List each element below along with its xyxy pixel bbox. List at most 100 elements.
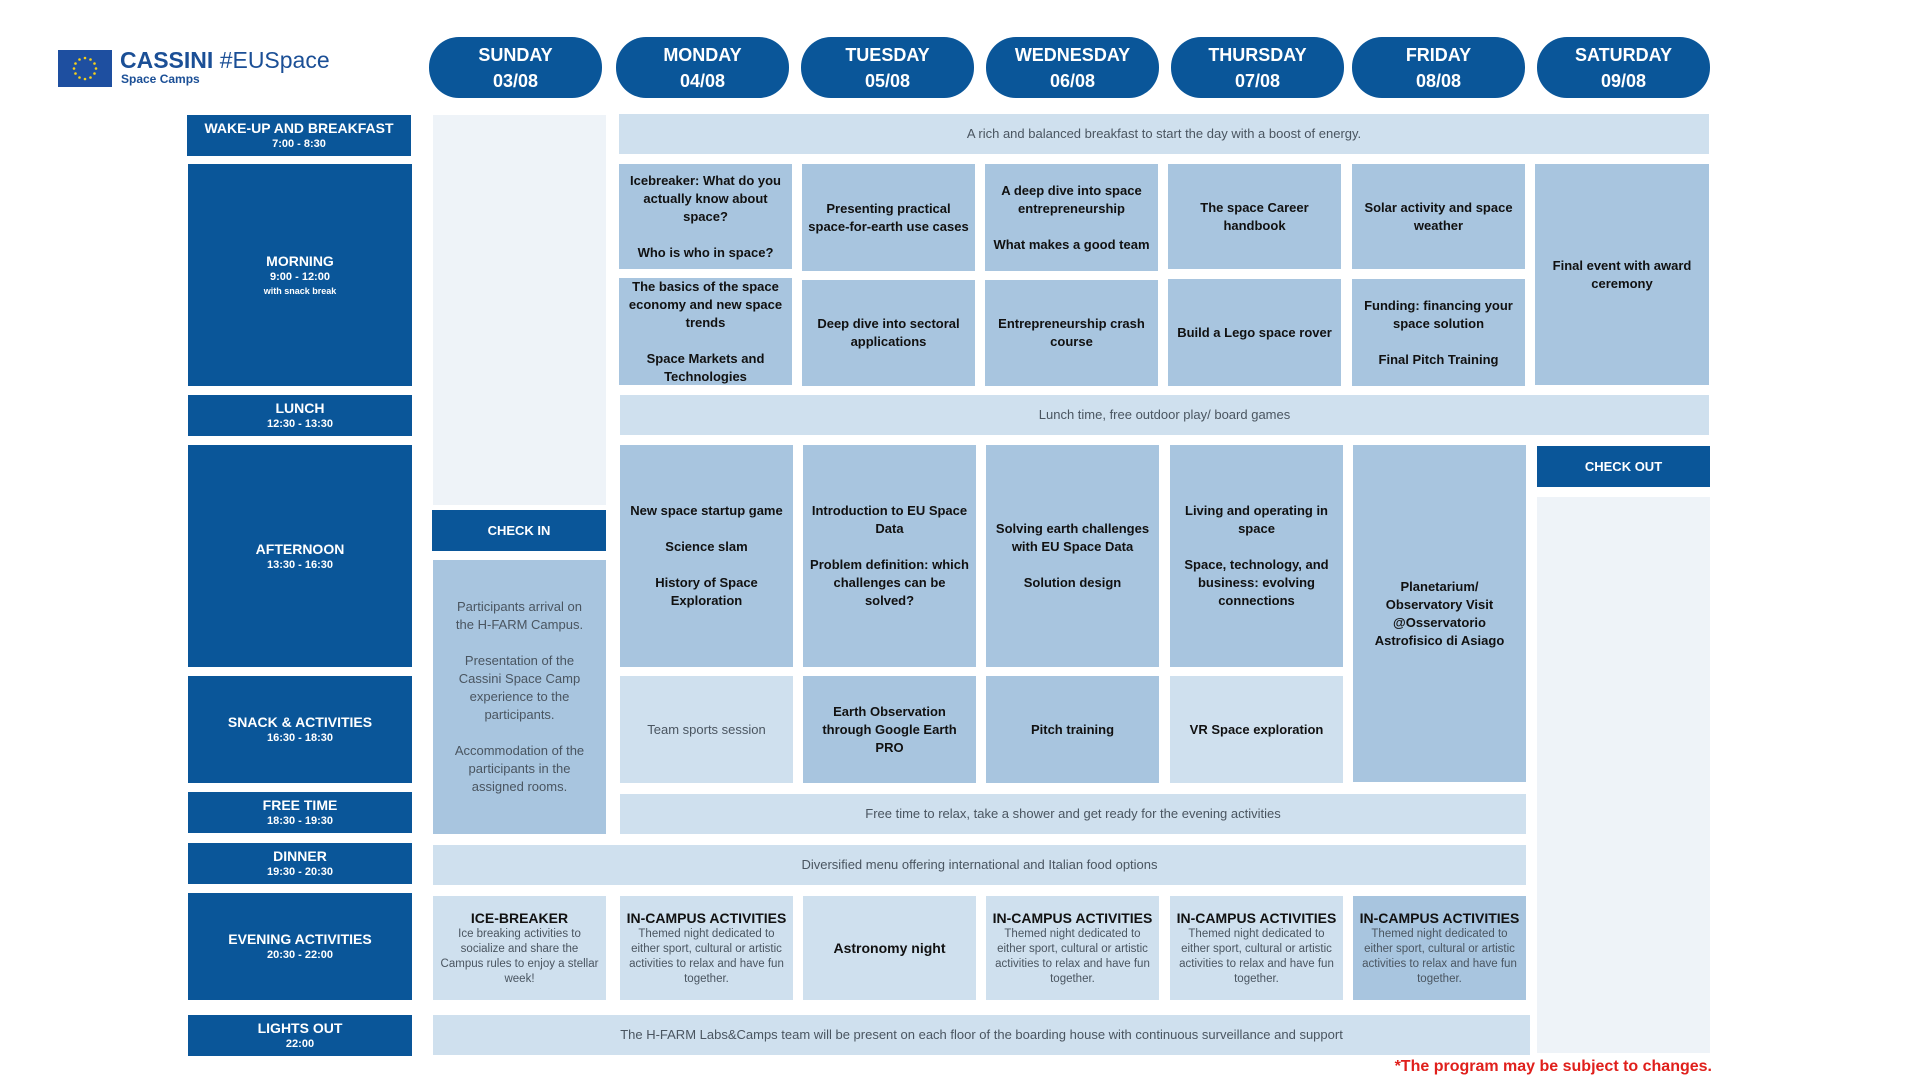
slot-snack: SNACK & ACTIVITIES 16:30 - 18:30 [188, 676, 412, 783]
logo-hashtag: #EUSpace [219, 47, 330, 73]
evening-title: ICE-BREAKER [470, 910, 569, 926]
morning-friday-2: Funding: financing your space solution F… [1352, 279, 1525, 386]
day-header-tuesday: TUESDAY 05/08 [801, 37, 974, 98]
slot-time: 9:00 - 12:00 [270, 271, 330, 283]
day-name: THURSDAY [1208, 44, 1307, 65]
day-date: 04/08 [679, 70, 726, 91]
day-date: 07/08 [1234, 70, 1281, 91]
slot-time: 7:00 - 8:30 [272, 138, 326, 150]
evening-title: IN-CAMPUS ACTIVITIES [1359, 910, 1520, 926]
morning-tuesday-2: Deep dive into sectoral applications [802, 280, 975, 386]
slot-afternoon: AFTERNOON 13:30 - 16:30 [188, 445, 412, 667]
morning-monday-2: The basics of the space economy and new … [619, 278, 792, 385]
day-name: WEDNESDAY [1014, 44, 1131, 65]
evening-description: Themed night dedicated to either sport, … [995, 928, 1150, 985]
slot-evening: EVENING ACTIVITIES 20:30 - 22:00 [188, 893, 412, 1000]
afternoon-monday: New space startup game Science slam Hist… [620, 445, 793, 667]
morning-tuesday-1: Presenting practical space-for-earth use… [802, 164, 975, 271]
day-header-friday: FRIDAY 08/08 [1352, 37, 1525, 98]
slot-time: 20:30 - 22:00 [266, 949, 334, 961]
evening-monday: IN-CAMPUS ACTIVITIES Themed night dedica… [620, 896, 793, 1000]
slot-time: 13:30 - 16:30 [266, 558, 334, 571]
morning-saturday: Final event with award ceremony [1535, 164, 1709, 385]
slot-name: AFTERNOON [255, 540, 345, 557]
evening-tuesday: Astronomy night [803, 896, 976, 1000]
day-header-wednesday: WEDNESDAY 06/08 [986, 37, 1159, 98]
slot-lights-out: LIGHTS OUT 22:00 [188, 1015, 412, 1056]
slot-time: 16:30 - 18:30 [266, 732, 334, 744]
evening-description: Ice breaking activities to socialize and… [440, 928, 599, 985]
day-header-monday: MONDAY 04/08 [616, 37, 789, 98]
snack-thursday: VR Space exploration [1170, 676, 1343, 783]
day-name: SATURDAY [1574, 44, 1672, 65]
snack-wednesday: Pitch training [986, 676, 1159, 783]
slot-name: WAKE-UP AND BREAKFAST [204, 120, 394, 136]
checkin-label: CHECK IN [432, 510, 606, 551]
day-name: MONDAY [663, 44, 742, 65]
slot-lunch: LUNCH 12:30 - 13:30 [188, 395, 412, 436]
slot-dinner: DINNER 19:30 - 20:30 [188, 843, 412, 884]
slot-name: FREE TIME [262, 797, 338, 813]
evening-title: IN-CAMPUS ACTIVITIES [626, 910, 787, 926]
morning-wednesday-2: Entrepreneurship crash course [985, 280, 1158, 386]
evening-sunday: ICE-BREAKER Ice breaking activities to s… [433, 896, 606, 1000]
logo-name: CASSINI [120, 47, 214, 73]
day-header-saturday: SATURDAY 09/08 [1537, 37, 1710, 98]
morning-wednesday-1: A deep dive into space entrepreneurship … [985, 164, 1158, 271]
afternoon-tuesday: Introduction to EU Space Data Problem de… [803, 445, 976, 667]
slot-time: 12:30 - 13:30 [266, 418, 334, 430]
day-name: FRIDAY [1405, 44, 1472, 65]
slot-name: LIGHTS OUT [257, 1020, 343, 1036]
slot-name: LUNCH [275, 400, 325, 416]
slot-name: EVENING ACTIVITIES [228, 931, 372, 947]
slot-time: 19:30 - 20:30 [266, 866, 334, 878]
evening-friday: IN-CAMPUS ACTIVITIES Themed night dedica… [1353, 896, 1526, 1000]
evening-title: IN-CAMPUS ACTIVITIES [992, 910, 1153, 926]
lights-out-banner: The H-FARM Labs&Camps team will be prese… [433, 1015, 1530, 1055]
slot-time: 22:00 [285, 1038, 315, 1050]
lunch-banner: Lunch time, free outdoor play/ board gam… [620, 395, 1709, 435]
morning-thursday-1: The space Career handbook [1168, 164, 1341, 269]
evening-thursday: IN-CAMPUS ACTIVITIES Themed night dedica… [1170, 896, 1343, 1000]
slot-name: MORNING [266, 253, 334, 269]
slot-morning: MORNING 9:00 - 12:00 with snack break [188, 164, 412, 386]
day-header-thursday: THURSDAY 07/08 [1171, 37, 1344, 98]
breakfast-banner: A rich and balanced breakfast to start t… [619, 114, 1709, 154]
day-date: 06/08 [1049, 70, 1096, 91]
logo-subtitle: Space Camps [121, 72, 200, 86]
slot-breakfast: WAKE-UP AND BREAKFAST 7:00 - 8:30 [187, 115, 411, 156]
slot-free-time: FREE TIME 18:30 - 19:30 [188, 792, 412, 833]
day-date: 05/08 [864, 70, 911, 91]
morning-friday-1: Solar activity and space weather [1352, 164, 1525, 269]
day-date: 03/08 [492, 70, 539, 91]
free-time-banner: Free time to relax, take a shower and ge… [620, 794, 1526, 834]
evening-wednesday: IN-CAMPUS ACTIVITIES Themed night dedica… [986, 896, 1159, 1000]
day-date: 08/08 [1415, 70, 1462, 91]
day-header-sunday: SUNDAY 03/08 [429, 37, 602, 98]
day-date: 09/08 [1600, 70, 1647, 91]
snack-monday: Team sports session [620, 676, 793, 783]
evening-description: Themed night dedicated to either sport, … [1179, 928, 1334, 985]
afternoon-friday-observatory: Planetarium/ Observatory Visit @Osservat… [1353, 445, 1526, 782]
checkout-label: CHECK OUT [1537, 446, 1710, 487]
sunday-checkin-info: Participants arrival on the H-FARM Campu… [433, 560, 606, 834]
slot-name: SNACK & ACTIVITIES [227, 714, 373, 730]
slot-time: 18:30 - 19:30 [266, 815, 334, 827]
evening-description: Themed night dedicated to either sport, … [629, 928, 784, 985]
slot-name: DINNER [273, 848, 327, 864]
disclaimer-text: *The program may be subject to changes. [1394, 1058, 1712, 1075]
afternoon-wednesday: Solving earth challenges with EU Space D… [986, 445, 1159, 667]
evening-description: Themed night dedicated to either sport, … [1362, 928, 1517, 985]
afternoon-thursday: Living and operating in space Space, tec… [1170, 445, 1343, 667]
day-name: SUNDAY [478, 44, 553, 65]
dinner-banner: Diversified menu offering international … [433, 845, 1526, 885]
morning-thursday-2: Build a Lego space rover [1168, 279, 1341, 386]
snack-tuesday: Earth Observation through Google Earth P… [803, 676, 976, 783]
morning-monday-1: Icebreaker: What do you actually know ab… [619, 164, 792, 269]
evening-title: IN-CAMPUS ACTIVITIES [1176, 910, 1337, 926]
sunday-empty-block [433, 115, 606, 505]
day-name: TUESDAY [845, 44, 930, 65]
slot-note: with snack break [263, 286, 337, 296]
eu-flag-icon [58, 50, 112, 87]
saturday-empty-block [1537, 497, 1710, 1053]
